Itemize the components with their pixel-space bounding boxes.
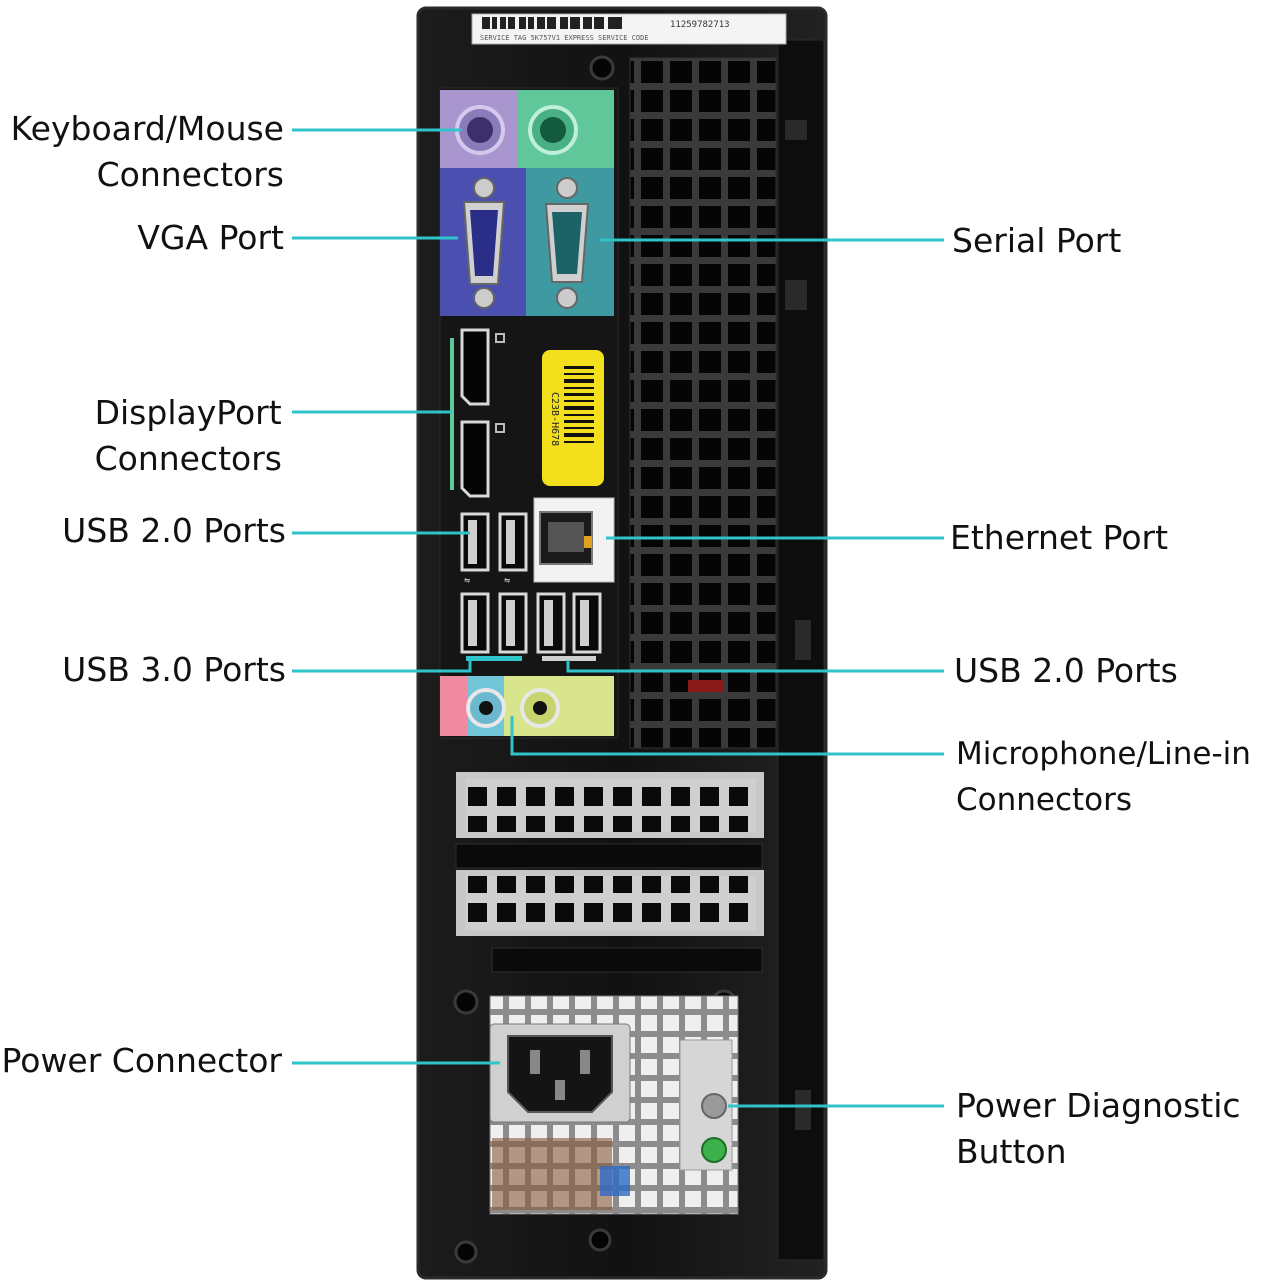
label-power-connector: Power Connector [2, 1038, 282, 1084]
service-tag-caption: SERVICE TAG 5K757V1 EXPRESS SERVICE CODE [480, 34, 649, 42]
leader-usb3 [292, 660, 472, 673]
label-power-diag-line2: Button [956, 1132, 1067, 1171]
label-usb3-line1: USB 3.0 Ports [62, 650, 286, 689]
power-connector-socket [489, 1023, 631, 1123]
ps2-mouse-port [518, 90, 614, 168]
leader-lines [292, 128, 944, 1108]
usb3-ports [460, 592, 528, 661]
label-displayport-line2: Connectors [94, 439, 282, 478]
label-vga: VGA Port [137, 215, 284, 261]
label-keyboard-mouse-line2: Connectors [96, 155, 284, 194]
power-diagnostic-panel [679, 1039, 733, 1171]
label-usb2-left: USB 2.0 Ports [62, 508, 286, 554]
label-ethernet: Ethernet Port [950, 515, 1168, 561]
label-usb2-right: USB 2.0 Ports [954, 648, 1178, 694]
label-usb3: USB 3.0 Ports [62, 647, 286, 693]
service-tag-sticker: 11259782713 SERVICE TAG 5K757V1 EXPRESS … [471, 13, 787, 45]
label-power-diag-line1: Power Diagnostic [956, 1086, 1241, 1125]
ethernet-port [533, 497, 615, 583]
leader-mic-line-in [510, 716, 944, 756]
serial-port [526, 168, 614, 316]
svg-text:⇋: ⇋ [504, 575, 510, 586]
expansion-slot-1 [456, 772, 764, 838]
label-keyboard-mouse: Keyboard/Mouse Connectors [11, 106, 284, 198]
usb2-right-ports [536, 592, 602, 661]
label-power-diag: Power Diagnostic Button [956, 1083, 1241, 1175]
vga-port [440, 168, 526, 316]
displayport-connectors [450, 328, 505, 498]
label-usb2-left-line1: USB 2.0 Ports [62, 511, 286, 550]
asset-tag-sticker: C23B-H678 [542, 350, 604, 486]
label-mic-line-in: Microphone/Line-in Connectors [956, 731, 1251, 823]
audio-ports [440, 676, 614, 736]
expansion-slot-2 [456, 870, 764, 936]
label-usb2-right-line1: USB 2.0 Ports [954, 651, 1178, 690]
ps2-keyboard-port [440, 90, 518, 168]
label-displayport: DisplayPort Connectors [95, 390, 282, 482]
label-mic-line-in-line2: Connectors [956, 782, 1133, 818]
service-tag-number: 11259782713 [670, 20, 730, 30]
label-serial-line1: Serial Port [952, 221, 1122, 260]
screw-top [589, 55, 615, 81]
label-serial: Serial Port [952, 218, 1121, 264]
label-ethernet-line1: Ethernet Port [950, 518, 1169, 557]
svg-text:⇋: ⇋ [464, 575, 470, 586]
label-mic-line-in-line1: Microphone/Line-in [956, 736, 1251, 772]
usb2-left-ports: ⇋ ⇋ [460, 512, 528, 586]
label-keyboard-mouse-line1: Keyboard/Mouse [10, 109, 284, 148]
asset-tag-code: C23B-H678 [549, 392, 560, 446]
leader-usb2-right [566, 660, 944, 673]
upper-vent-grille [629, 57, 777, 749]
label-vga-line1: VGA Port [137, 218, 284, 257]
label-displayport-line1: DisplayPort [94, 393, 282, 432]
label-power-connector-line1: Power Connector [1, 1041, 282, 1080]
